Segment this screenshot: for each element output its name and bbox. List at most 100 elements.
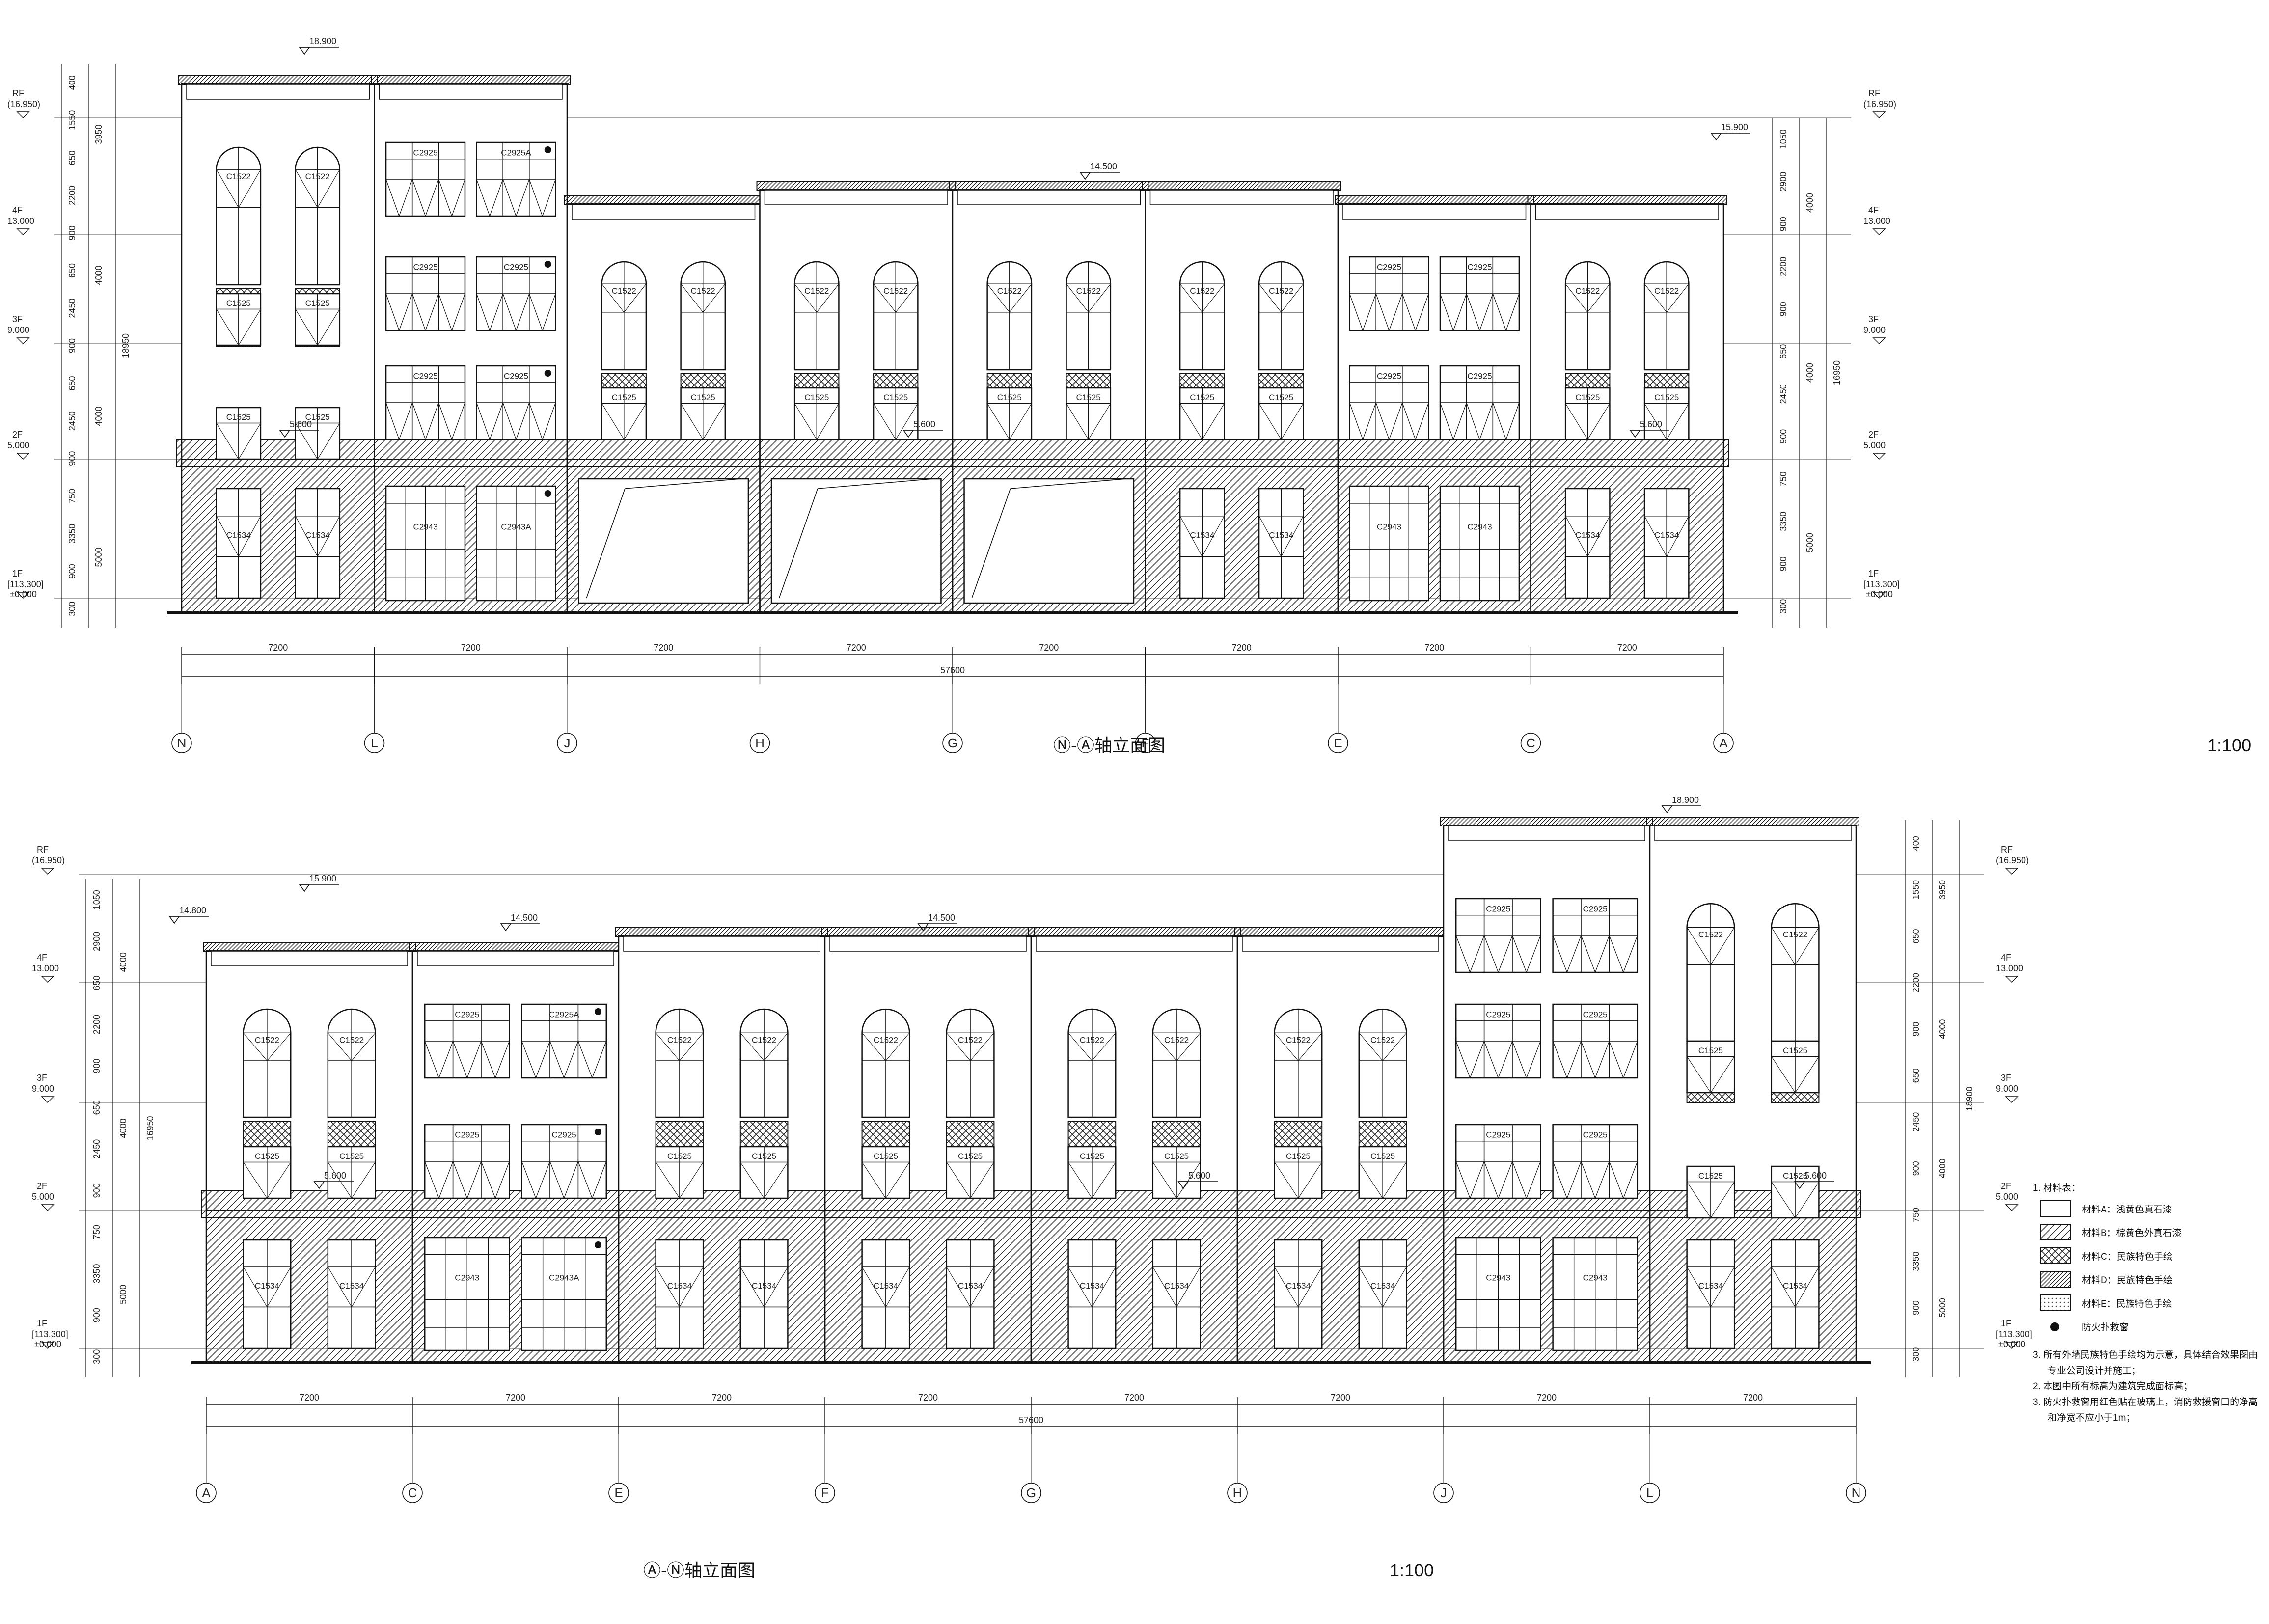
window-opening-mark xyxy=(656,1162,680,1199)
elevation-mark-value: 5.600 xyxy=(913,419,935,429)
window-opening-mark xyxy=(1581,1041,1596,1078)
window-opening-mark xyxy=(1566,1161,1582,1199)
window-opening-mark xyxy=(267,1032,291,1061)
window-tag: C1525 xyxy=(226,413,251,422)
window-opening-mark xyxy=(412,402,426,440)
window-opening-mark xyxy=(946,1162,971,1199)
window-opening-mark xyxy=(1512,935,1527,973)
north-elevation-scale: 1:100 xyxy=(2207,735,2251,755)
window-opening-mark xyxy=(1795,1266,1819,1307)
vertical-dimension-value: 650 xyxy=(67,263,77,278)
level-value: 13.000 xyxy=(7,216,34,226)
elevation-mark-value: 5.600 xyxy=(290,419,312,429)
window-opening-mark xyxy=(1349,293,1363,331)
window-opening-mark xyxy=(970,1162,994,1199)
level-triangle xyxy=(2005,1342,2019,1349)
window-opening-mark xyxy=(577,1161,593,1199)
window-opening-mark xyxy=(1771,927,1796,965)
level-triangle xyxy=(16,111,30,118)
window-opening-mark xyxy=(1710,1266,1735,1307)
window-opening-mark xyxy=(946,1266,971,1307)
window-tag: C1525 xyxy=(255,1152,279,1161)
bay-dimension: 7200 xyxy=(506,1393,525,1403)
window-opening-mark xyxy=(1274,1032,1299,1061)
vertical-dimension-value: 300 xyxy=(1778,599,1788,614)
window-opening-mark xyxy=(679,1162,704,1199)
window-opening-mark xyxy=(1771,1182,1796,1218)
window-opening-mark xyxy=(564,1161,578,1199)
legend-item-label: 材料B：棕黄色外真石漆 xyxy=(2082,1228,2182,1239)
window-opening-mark xyxy=(1553,935,1567,973)
window-opening-mark xyxy=(295,516,318,557)
upper-wall-bay xyxy=(824,935,1032,1191)
window-opening-mark xyxy=(1009,403,1032,440)
window-tag: C1534 xyxy=(1575,530,1600,540)
level-triangle xyxy=(2005,1096,2019,1103)
axis-label: F xyxy=(1142,736,1149,750)
window-opening-mark xyxy=(679,1032,704,1061)
window-opening-mark xyxy=(328,1162,352,1199)
window-opening-mark xyxy=(542,293,556,331)
window-tag: C2925 xyxy=(413,148,437,157)
level-value: [113.300] xyxy=(32,1329,68,1339)
window-opening-mark xyxy=(385,179,400,217)
level-value: 13.000 xyxy=(1863,216,1890,226)
window-tag: C1525 xyxy=(1190,393,1214,402)
axis-label: E xyxy=(1334,736,1342,750)
window-opening-mark xyxy=(970,1032,994,1061)
window-tag: C1525 xyxy=(1370,1152,1395,1161)
window-opening-mark xyxy=(1609,935,1624,973)
window-tag: C1525 xyxy=(752,1152,776,1161)
window-opening-mark xyxy=(1644,283,1667,313)
window-opening-mark xyxy=(624,283,647,313)
door-tag: C2943A xyxy=(549,1273,579,1282)
roof-parapet-cap xyxy=(178,75,378,85)
window-opening-mark xyxy=(1771,1266,1796,1307)
window-opening-mark xyxy=(216,169,239,208)
window-opening-mark xyxy=(317,516,340,557)
window-opening-mark xyxy=(1455,935,1471,973)
level-value: 9.000 xyxy=(1996,1084,2018,1094)
vertical-dimension-value: 2200 xyxy=(67,186,77,205)
window-opening-mark xyxy=(862,1032,886,1061)
window-opening-mark xyxy=(238,309,261,346)
window-opening-mark xyxy=(592,1041,607,1078)
bay-dimension: 7200 xyxy=(268,643,288,653)
window-opening-mark xyxy=(412,179,426,217)
window-opening-mark xyxy=(816,283,839,313)
window-opening-mark xyxy=(243,1266,268,1307)
bay-dimension: 7200 xyxy=(461,643,481,653)
parapet-band xyxy=(957,190,1141,205)
roof-parapet-cap xyxy=(1440,817,1653,826)
open-storefront xyxy=(770,478,942,604)
window-opening-mark xyxy=(1202,516,1225,557)
elevation-mark-value: 15.900 xyxy=(309,874,336,883)
bay-dimension: 7200 xyxy=(1124,1393,1144,1403)
axis-bubble xyxy=(1846,1483,1866,1503)
level-tag: 1F xyxy=(37,1319,47,1328)
axis-bubble xyxy=(1640,1483,1660,1503)
bay-dimension: 7200 xyxy=(1331,1393,1350,1403)
window-opening-mark xyxy=(1526,1161,1541,1199)
level-triangle xyxy=(16,453,30,460)
legend-note: 和净宽不应小于1m； xyxy=(2048,1412,2135,1423)
level-value: [113.300] xyxy=(1863,579,1900,589)
elevation-mark-triangle xyxy=(1661,805,1673,814)
window-opening-mark xyxy=(495,1041,510,1078)
window-tag: C1534 xyxy=(255,1281,279,1291)
window-opening-mark xyxy=(577,1041,593,1078)
level-value: 13.000 xyxy=(1996,963,2023,973)
vertical-dimension-value: 900 xyxy=(1778,217,1788,231)
vertical-dimension-total: 18950 xyxy=(121,333,131,358)
vertical-dimension-value: 650 xyxy=(1778,344,1788,359)
roof-parapet-cap xyxy=(756,181,956,191)
bay-dimension: 7200 xyxy=(712,1393,732,1403)
window-tag: C1534 xyxy=(752,1281,776,1291)
window-opening-mark xyxy=(740,1032,765,1061)
window-opening-mark xyxy=(1492,402,1506,440)
window-opening-mark xyxy=(1479,293,1493,331)
window-opening-mark xyxy=(399,179,413,217)
window-opening-mark xyxy=(1644,403,1667,440)
window-tag: C1525 xyxy=(1783,1171,1807,1181)
window-opening-mark xyxy=(489,293,503,331)
